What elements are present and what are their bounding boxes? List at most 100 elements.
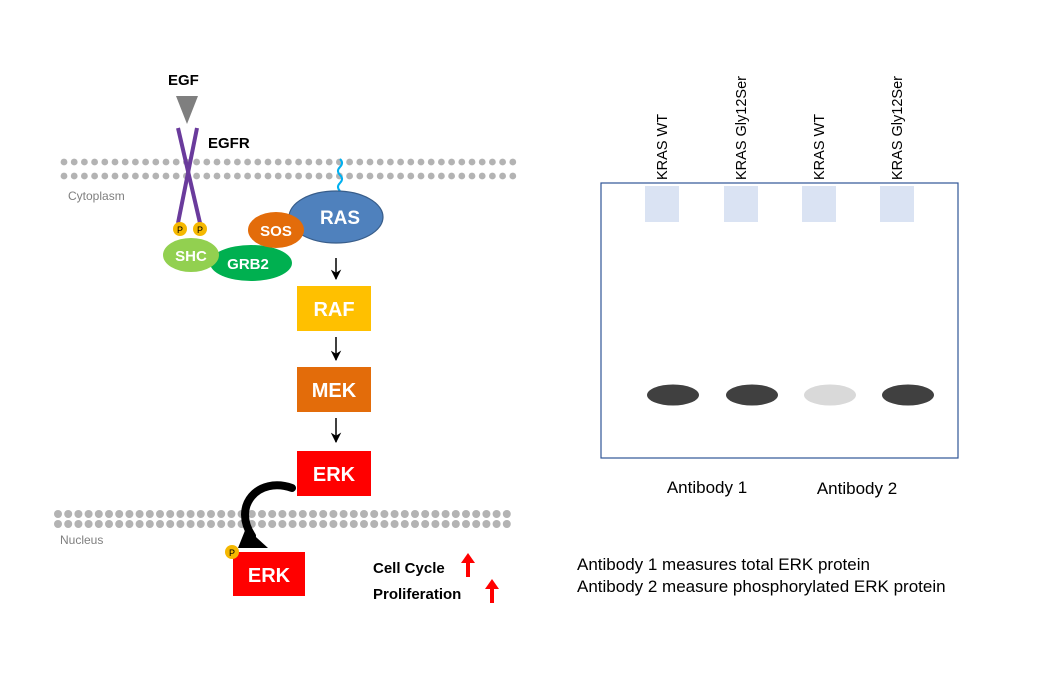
plasma-membrane-bead xyxy=(427,172,435,180)
nuclear-membrane-bead xyxy=(400,520,409,528)
nuclear-membrane-bead xyxy=(125,520,134,528)
nuclear-membrane-bead xyxy=(370,520,379,528)
nuclear-membrane-bead xyxy=(502,510,511,518)
nucleus-label: Nucleus xyxy=(60,533,103,547)
egf-label: EGF xyxy=(168,72,199,89)
plasma-membrane-bead xyxy=(315,158,323,166)
nuclear-membrane-bead xyxy=(166,510,175,518)
svg-text:ERK: ERK xyxy=(248,565,291,587)
mek-node: MEK xyxy=(297,367,371,412)
nuclear-erk-phospho: P xyxy=(225,545,239,559)
nuclear-membrane-bead xyxy=(339,510,348,518)
nuclear-membrane-bead xyxy=(492,520,501,528)
plasma-membrane-bead xyxy=(101,172,109,180)
plasma-membrane-bead xyxy=(81,172,88,180)
receptor-phospho-left: P xyxy=(173,222,187,236)
plasma-membrane-bead xyxy=(264,172,272,180)
nuclear-membrane-bead xyxy=(390,510,399,518)
plasma-membrane-bead xyxy=(407,158,415,166)
nuclear-membrane-bead xyxy=(64,520,73,528)
outcome-cell-cycle: Cell Cycle xyxy=(373,560,445,577)
plasma-membrane-bead xyxy=(305,172,313,180)
nuclear-membrane-bead xyxy=(288,520,297,528)
nuclear-membrane-bead xyxy=(482,510,491,518)
blot-well xyxy=(880,186,914,222)
blot-band xyxy=(804,384,856,406)
nuclear-membrane-bead xyxy=(492,510,501,518)
nuclear-membrane-bead xyxy=(349,510,358,518)
plasma-membrane-bead xyxy=(152,158,160,166)
nuclear-membrane-bead xyxy=(166,520,175,528)
nuclear-membrane-bead xyxy=(54,510,62,518)
plasma-membrane-bead xyxy=(121,172,129,180)
nuclear-membrane-bead xyxy=(94,520,103,528)
nuclear-membrane-bead xyxy=(502,520,511,528)
plasma-membrane-bead xyxy=(81,158,88,166)
blot-band xyxy=(882,384,934,406)
plasma-membrane-bead xyxy=(132,158,139,166)
plasma-membrane-bead xyxy=(162,158,170,166)
grb2-node: GRB2 xyxy=(210,245,292,281)
plasma-membrane-bead xyxy=(111,172,119,180)
svg-text:P: P xyxy=(229,548,235,558)
plasma-membrane-bead xyxy=(356,158,364,166)
nuclear-membrane-bead xyxy=(309,510,317,518)
plasma-membrane-bead xyxy=(305,158,313,166)
plasma-membrane-bead xyxy=(254,172,262,180)
nuclear-membrane-bead xyxy=(339,520,348,528)
nuclear-membrane-bead xyxy=(64,510,73,518)
plasma-membrane-bead xyxy=(438,158,445,166)
plasma-membrane-bead xyxy=(356,172,364,180)
plasma-membrane-bead xyxy=(376,158,384,166)
plasma-membrane-bead xyxy=(91,172,98,180)
plasma-membrane-bead xyxy=(489,172,496,180)
nuclear-membrane-bead xyxy=(298,510,307,518)
nuclear-membrane-bead xyxy=(105,510,113,518)
nuclear-membrane-bead xyxy=(349,520,358,528)
nuclear-membrane-bead xyxy=(207,520,215,528)
nuclear-membrane-bead xyxy=(472,510,481,518)
plasma-membrane-bead xyxy=(91,158,98,166)
nuclear-membrane-bead xyxy=(288,510,297,518)
nuclear-membrane-bead xyxy=(400,510,409,518)
nuclear-membrane-bead xyxy=(472,520,481,528)
plasma-membrane xyxy=(60,158,517,180)
erk-node: ERK xyxy=(297,451,371,496)
nuclear-membrane xyxy=(54,510,511,528)
antibody-2-label: Antibody 2 xyxy=(817,479,897,498)
nuclear-membrane-bead xyxy=(84,520,93,528)
nuclear-membrane-bead xyxy=(135,520,144,528)
ras-lipid-anchor-icon xyxy=(337,158,343,192)
egf-ligand-icon xyxy=(176,96,198,124)
plasma-membrane-bead xyxy=(417,158,425,166)
svg-text:MEK: MEK xyxy=(312,380,357,402)
plasma-membrane-bead xyxy=(366,172,374,180)
sos-node: SOS xyxy=(248,212,304,248)
plasma-membrane-bead xyxy=(366,158,374,166)
plasma-membrane-bead xyxy=(478,172,486,180)
nuclear-membrane-bead xyxy=(451,510,460,518)
nuclear-membrane-bead xyxy=(186,520,195,528)
plasma-membrane-bead xyxy=(111,158,119,166)
blot-well xyxy=(802,186,836,222)
proliferation-up-arrow-icon xyxy=(485,579,499,603)
plasma-membrane-bead xyxy=(121,158,129,166)
plasma-membrane-bead xyxy=(234,158,241,166)
nuclear-membrane-bead xyxy=(94,510,103,518)
nuclear-membrane-bead xyxy=(105,520,113,528)
nuclear-membrane-bead xyxy=(227,520,236,528)
legend-line-2: Antibody 2 measure phosphorylated ERK pr… xyxy=(577,577,946,596)
plasma-membrane-bead xyxy=(499,158,506,166)
nuclear-membrane-bead xyxy=(319,510,328,518)
nuclear-membrane-bead xyxy=(431,520,440,528)
nuclear-membrane-bead xyxy=(84,510,93,518)
plasma-membrane-bead xyxy=(397,158,404,166)
svg-text:SOS: SOS xyxy=(260,223,292,240)
plasma-membrane-bead xyxy=(346,172,353,180)
plasma-membrane-bead xyxy=(315,172,323,180)
shc-node: SHC xyxy=(163,238,219,272)
nuclear-membrane-bead xyxy=(431,510,440,518)
plasma-membrane-bead xyxy=(60,172,68,180)
